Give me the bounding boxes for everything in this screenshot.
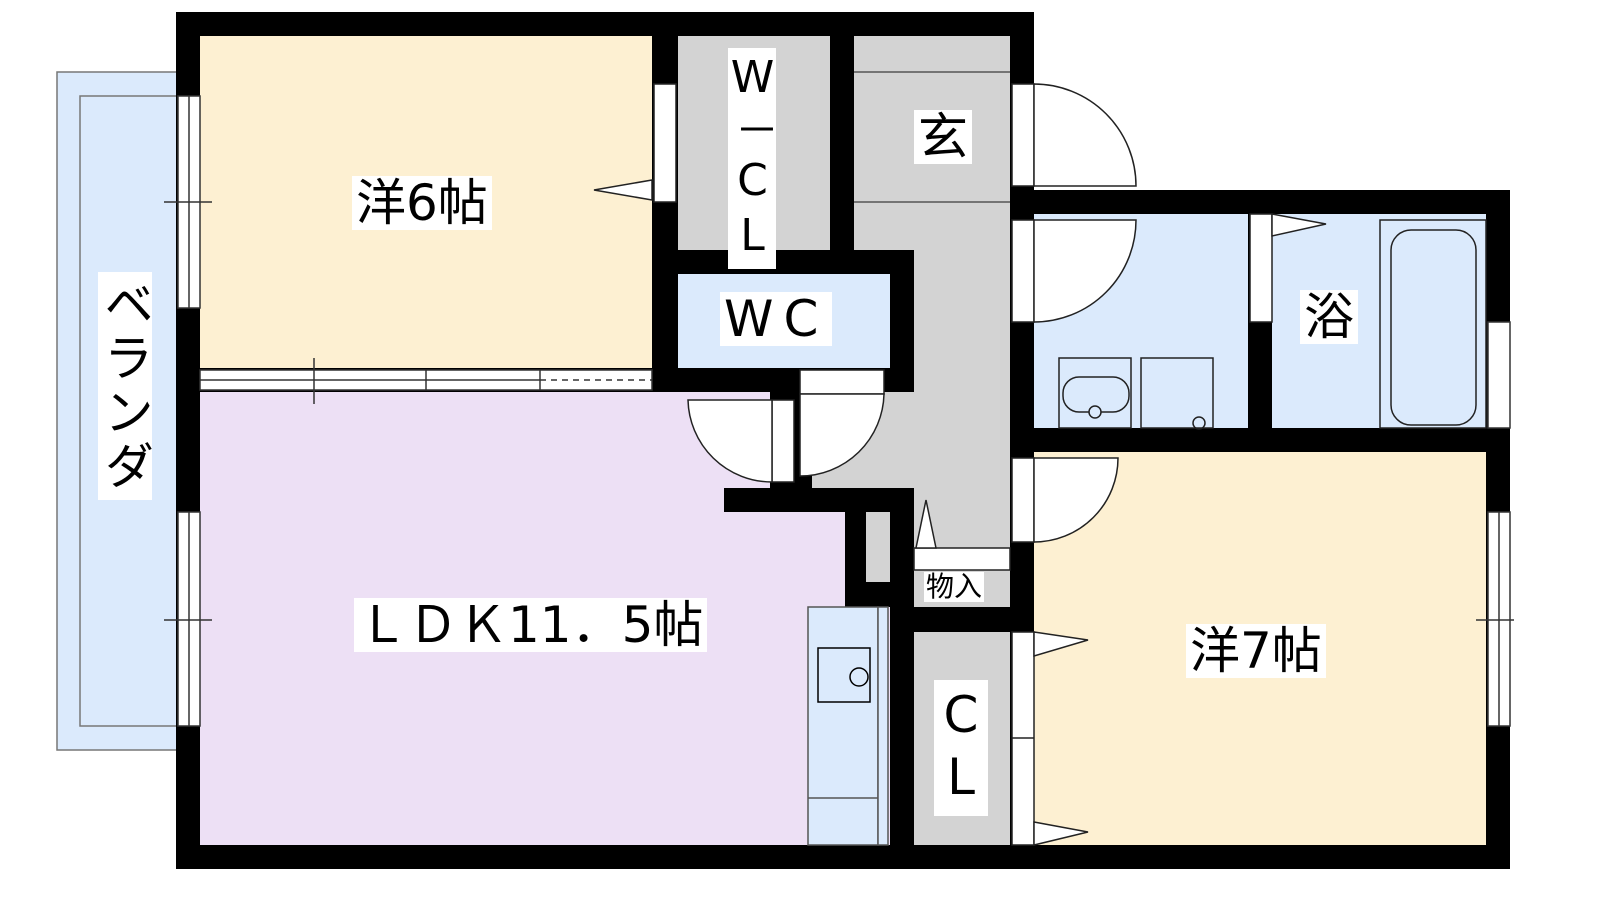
label-bath: 浴	[1300, 290, 1358, 344]
veranda	[56, 71, 188, 751]
pipe-shaft	[866, 512, 890, 582]
sliding-door-partition	[199, 358, 653, 404]
bathroom-fixtures	[1058, 219, 1487, 430]
label-entrance: 玄	[914, 110, 972, 164]
label-veranda: ベランダ	[96, 272, 154, 500]
label-western-7: 洋7帖	[1186, 624, 1326, 678]
label-western-6: 洋6帖	[352, 176, 492, 230]
label-storage: 物入	[924, 570, 985, 603]
label-walk-in-closet: W－CL	[727, 48, 778, 269]
label-toilet: WC	[720, 292, 833, 346]
windows	[164, 95, 1514, 727]
kitchen-counter	[807, 606, 889, 846]
label-closet: CL	[932, 680, 990, 816]
doors	[593, 83, 1327, 846]
label-ldk: ＬＤＫ11．5帖	[354, 598, 708, 652]
